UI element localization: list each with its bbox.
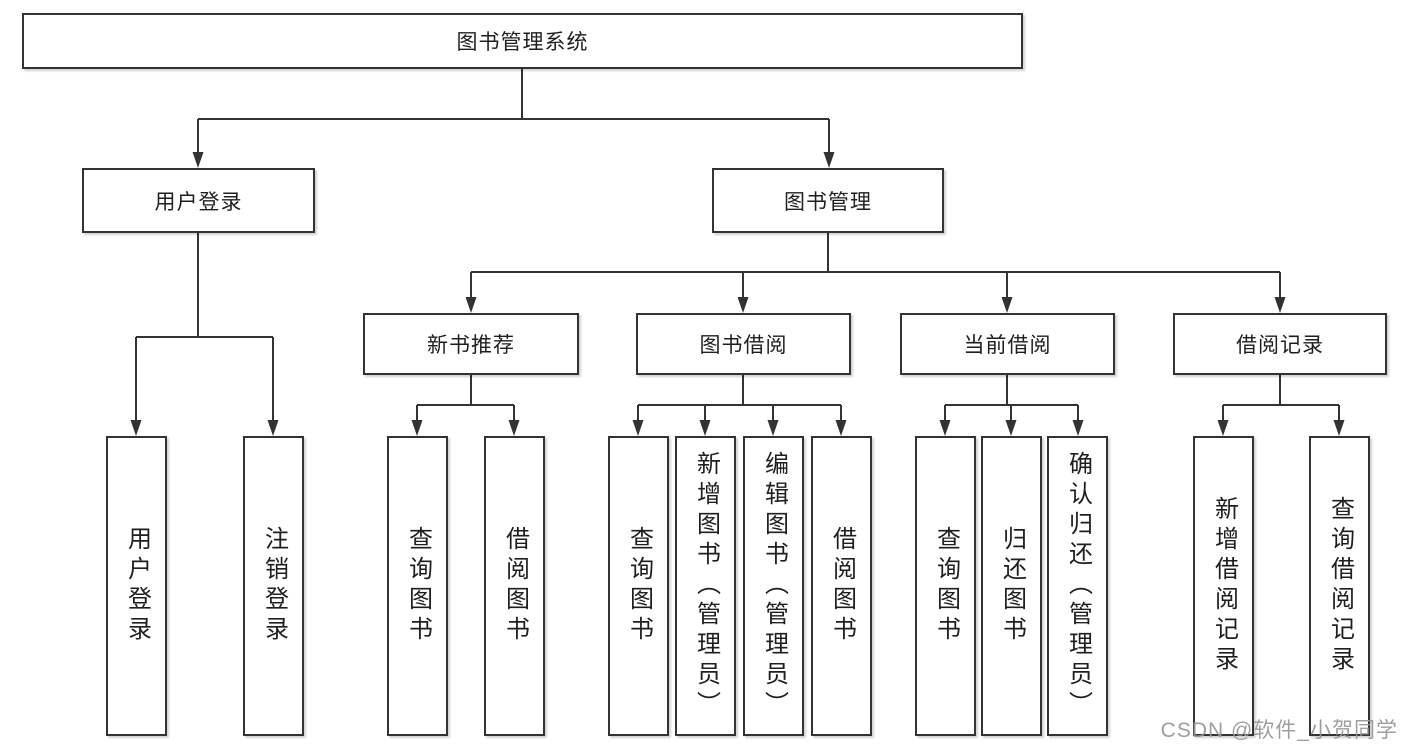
leaf-add-books-admin: 新增图书（管理员）: [675, 436, 736, 736]
leaf-confirm-return-admin: 确认归还（管理员）: [1047, 436, 1108, 736]
node-label: 查询借阅记录: [1326, 496, 1354, 676]
node-label: 用户登录: [154, 190, 243, 214]
node-label: 用户登录: [123, 526, 151, 646]
node-new-book-recommend: 新书推荐: [363, 313, 579, 375]
node-label: 新增图书（管理员）: [692, 451, 720, 721]
node-label: 图书借阅: [699, 334, 788, 357]
leaf-user-login: 用户登录: [106, 436, 167, 736]
node-label: 确认归还（管理员）: [1064, 451, 1092, 721]
arrowheads: [130, 152, 1345, 436]
leaf-borrow-books-recommend: 借阅图书: [484, 436, 545, 736]
node-label: 查询图书: [404, 526, 432, 646]
leaf-return-books: 归还图书: [981, 436, 1042, 736]
leaf-search-books-current: 查询图书: [915, 436, 976, 736]
node-label: 当前借阅: [963, 334, 1052, 357]
node-label: 注销登录: [260, 526, 288, 646]
leaf-search-books-recommend: 查询图书: [387, 436, 448, 736]
node-borrowing-records: 借阅记录: [1173, 313, 1387, 375]
node-label: 新书推荐: [427, 334, 515, 357]
node-library-management-system: 图书管理系统: [22, 13, 1023, 69]
node-label: 图书管理: [784, 190, 872, 214]
node-label: 借阅图书: [828, 526, 856, 646]
leaf-edit-books-admin: 编辑图书（管理员）: [743, 436, 804, 736]
leaf-logout-login: 注销登录: [243, 436, 304, 736]
node-book-borrowing: 图书借阅: [636, 313, 851, 375]
watermark: CSDN @软件_小贺同学: [1160, 719, 1398, 742]
leaf-add-borrow-record: 新增借阅记录: [1193, 436, 1254, 736]
node-current-borrowing: 当前借阅: [900, 313, 1115, 375]
node-label: 图书管理系统: [456, 31, 589, 54]
node-label: 编辑图书（管理员）: [760, 451, 788, 721]
node-label: 查询图书: [625, 526, 653, 646]
node-label: 新增借阅记录: [1210, 496, 1238, 676]
node-label: 查询图书: [932, 526, 960, 646]
leaf-borrow-books-borrowing: 借阅图书: [811, 436, 872, 736]
leaf-search-books-borrowing: 查询图书: [608, 436, 669, 736]
node-label: 借阅图书: [501, 526, 529, 646]
node-label: 借阅记录: [1236, 334, 1324, 357]
node-user-login: 用户登录: [82, 168, 315, 233]
leaf-search-borrow-record: 查询借阅记录: [1309, 436, 1370, 736]
node-label: 归还图书: [998, 526, 1026, 646]
node-book-management: 图书管理: [712, 168, 944, 233]
